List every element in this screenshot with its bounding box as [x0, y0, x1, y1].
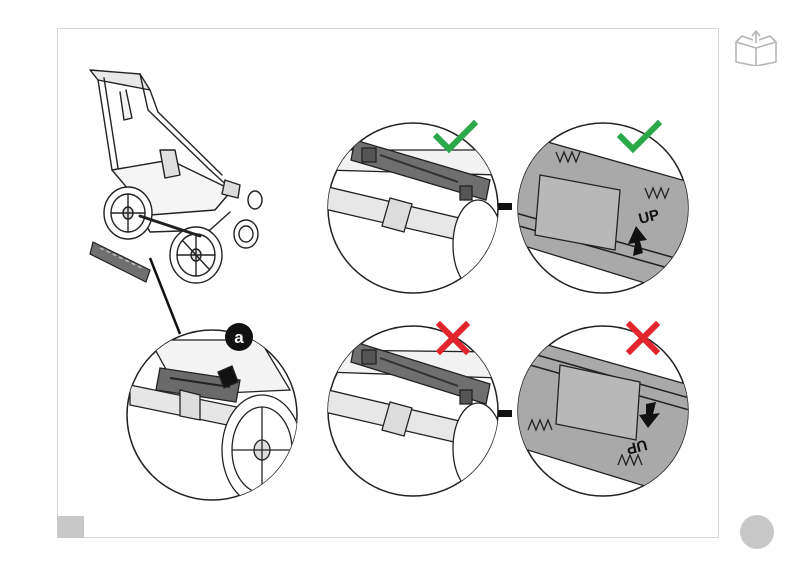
install-detail-circle	[127, 330, 302, 505]
wrong-closeup-circle: UP	[505, 326, 700, 503]
bar-part	[90, 242, 150, 282]
callout-a-badge: a	[225, 323, 253, 351]
wrong-detail-circle	[320, 326, 510, 496]
connector-bar	[498, 410, 512, 417]
connector-bar	[498, 203, 512, 210]
correct-detail-circle	[320, 123, 510, 293]
correct-closeup-circle: UP	[505, 123, 700, 300]
callout-a-letter: a	[234, 328, 244, 347]
stroller-overview	[90, 70, 262, 283]
